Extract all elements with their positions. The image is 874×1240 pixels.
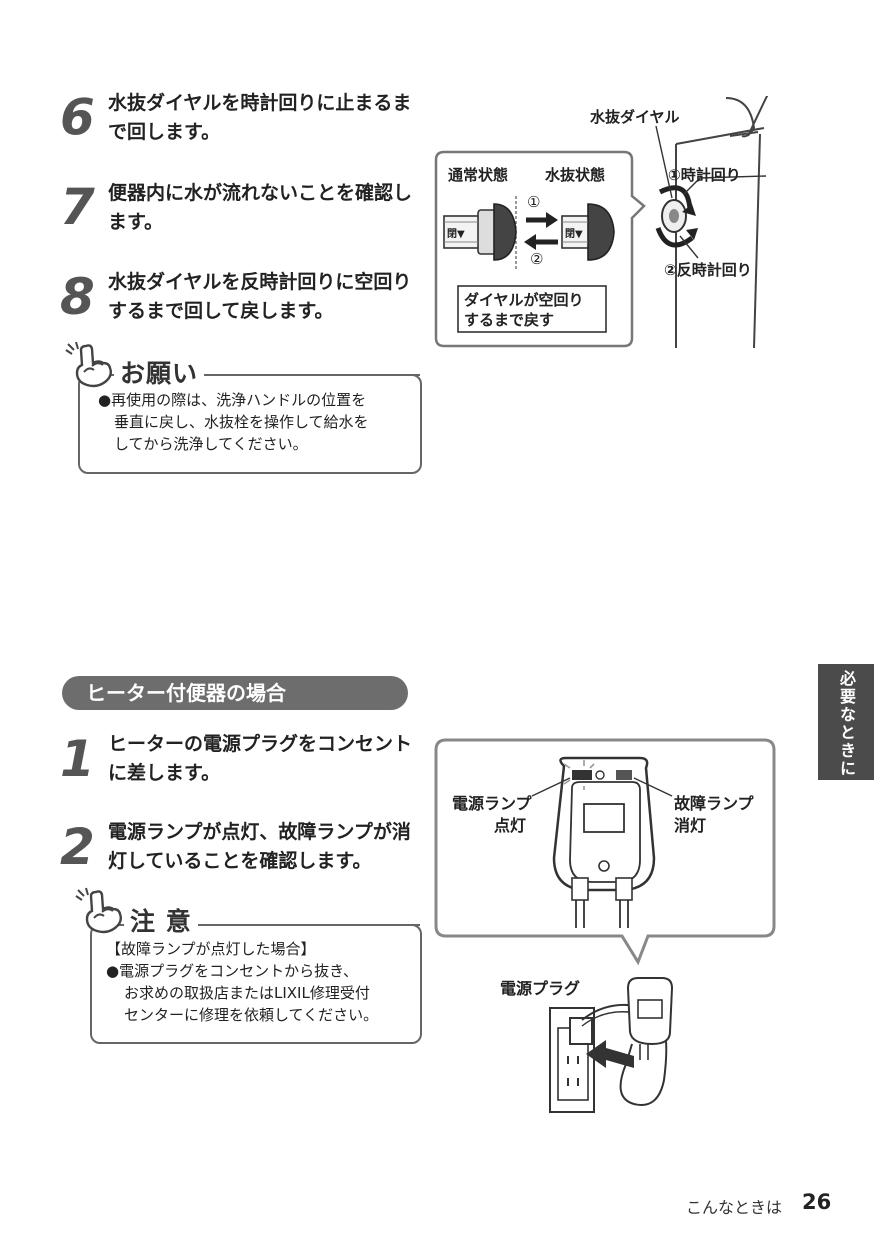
step-number-6: 6 <box>60 88 95 146</box>
return-box-line2: するまで戻す <box>464 311 555 329</box>
return-box-line1: ダイヤルが空回り <box>464 291 584 309</box>
power-plug-label: 電源プラグ <box>500 979 581 998</box>
power-lamp-label-line2: 点灯 <box>494 816 527 835</box>
caution-note-box <box>90 924 422 1044</box>
knob-mark-drain: 閉▼ <box>565 229 583 240</box>
step-7-text-line2: ます。 <box>108 211 164 233</box>
page-number: 26 <box>802 1190 832 1214</box>
drain-dial-figure <box>434 96 769 349</box>
caution-note-title-rule <box>214 924 420 926</box>
heater-lamp-figure <box>434 738 776 1113</box>
caution-note-line3: センターに修理を依頼してください。 <box>124 1006 379 1024</box>
side-index-tab-label: 必要なときに <box>837 670 856 778</box>
caution-note-title: 注 意 <box>124 902 198 938</box>
step-6-text-line2: で回します。 <box>108 121 221 143</box>
pointing-hand-icon <box>65 341 113 388</box>
step-number-7: 7 <box>60 178 95 236</box>
request-note-title: お願い <box>114 354 205 390</box>
drain-dial-label: 水抜ダイヤル <box>590 108 680 126</box>
side-index-tab: 必要なときに <box>818 664 874 780</box>
arrow-2-label: ② <box>530 250 544 268</box>
step-1-text-line2: に差します。 <box>108 762 221 784</box>
section-title-heater: ヒーター付便器の場合 <box>62 676 408 710</box>
request-note-title-rule <box>218 374 420 376</box>
step-2-text-line1: 電源ランプが点灯、故障ランプが消 <box>108 821 411 843</box>
normal-state-label: 通常状態 <box>448 166 509 184</box>
step-number-1: 1 <box>60 730 95 788</box>
power-lamp-label-line1: 電源ランプ <box>452 794 532 813</box>
step-1-text-line1: ヒーターの電源プラグをコンセント <box>108 733 413 755</box>
arrow-1-label: ① <box>527 193 541 211</box>
fault-lamp-label-line1: 故障ランプ <box>674 794 754 813</box>
caution-note-heading: 【故障ランプが点灯した場合】 <box>106 940 316 958</box>
clockwise-label: ①時計回り <box>668 166 741 184</box>
step-number-8: 8 <box>60 268 95 326</box>
request-note-line2: 垂直に戻し、水抜栓を操作して給水を <box>114 413 369 431</box>
step-6-text-line1: 水抜ダイヤルを時計回りに止まるま <box>108 92 412 114</box>
caution-hand-icon <box>75 887 123 934</box>
fault-lamp-label-line2: 消灯 <box>674 816 707 835</box>
step-2-text-line2: 灯していることを確認します。 <box>108 850 372 872</box>
drain-state-label: 水抜状態 <box>545 166 606 184</box>
counterclockwise-label: ②反時計回り <box>664 261 752 279</box>
caution-note-line1: ●電源プラグをコンセントから抜き、 <box>106 962 359 980</box>
footer-section-name: こんなときは <box>686 1198 783 1217</box>
step-number-2: 2 <box>60 818 95 876</box>
request-note-line3: してから洗浄してください。 <box>114 435 308 453</box>
knob-mark-normal: 閉▼ <box>447 229 465 240</box>
step-8-text-line1: 水抜ダイヤルを反時計回りに空回り <box>108 271 412 293</box>
step-7-text-line1: 便器内に水が流れないことを確認し <box>108 182 413 204</box>
caution-note-line2: お求めの取扱店またはLIXIL修理受付 <box>124 984 370 1002</box>
request-note-line1: ●再使用の際は、洗浄ハンドルの位置を <box>98 391 367 409</box>
step-8-text-line2: するまで回して戻します。 <box>108 300 334 322</box>
